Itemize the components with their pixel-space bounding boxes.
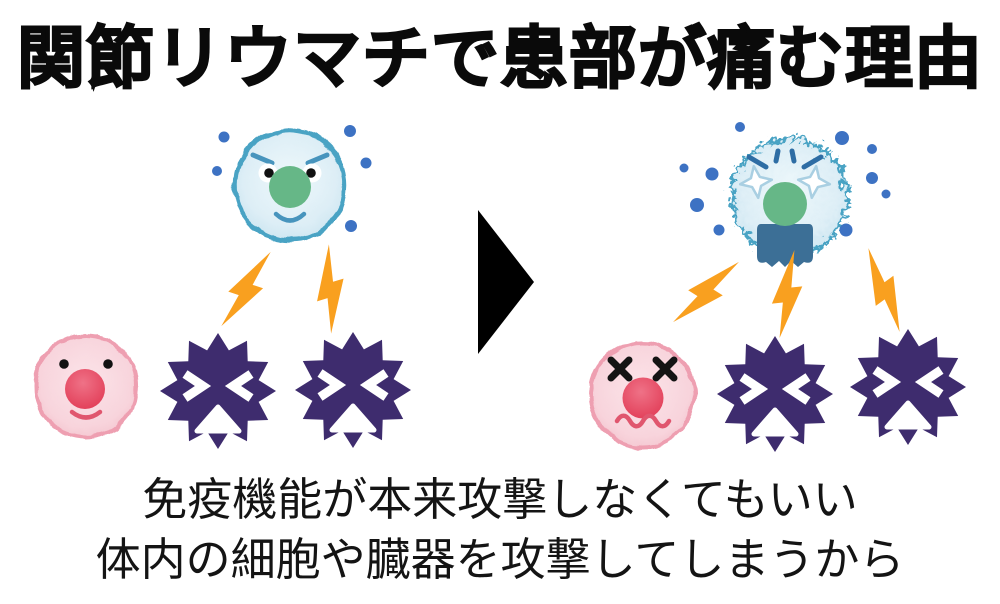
lightning-icon [669,247,743,337]
nose-green [269,166,311,208]
angry-brows [746,148,824,170]
antibody-dot [690,198,704,212]
attack-bolts-left [217,243,358,335]
antibody-dot [705,167,719,181]
immune-cell-normal-icon [212,125,372,243]
lightning-icon [217,243,275,335]
eye-right [103,359,113,369]
antibody-dot [360,157,372,169]
pupil-right [306,168,316,178]
nose-green [763,182,807,226]
eyebrow-right [305,152,330,166]
illustration [33,122,1000,470]
virus-icon [717,336,833,452]
caption-line-1: 免疫機能が本来攻撃しなくてもいい [142,473,858,526]
antibody-dot [881,189,891,199]
antibody-dot [218,131,230,143]
x-eye-right [652,356,678,382]
antibody-dot [212,166,222,176]
nose-red [65,369,105,409]
antibody-dot [839,223,853,237]
anger-mark [789,148,797,164]
antibody-dot [866,172,878,184]
sick-cell-icon [588,341,696,449]
page-title: 関節リウマチで患部が痛む理由 [16,19,983,100]
x-eyes [607,356,678,382]
mouth-smile [273,211,307,223]
pupil-left [264,168,274,178]
anger-mark [773,148,781,164]
immune-cell-angry-icon [679,122,891,267]
angry-mouth [757,224,813,267]
antibody-dot [867,144,877,154]
antibody-dot [345,220,357,232]
healthy-cell-icon [33,333,139,439]
virus-icon [295,332,411,448]
scene-before [33,125,411,449]
x-eye-left [607,356,633,382]
antibody-dots [679,122,891,237]
eyebrow-left [746,154,769,170]
eyebrow-left [250,152,275,166]
nose-red [622,377,664,419]
before-after-arrow-icon [478,210,534,354]
virus-icon [160,333,276,449]
caption-line-2: 体内の細胞や臓器を攻撃してしまうから [95,533,905,586]
immune-cell-face [250,152,330,223]
lightning-icon [302,243,358,335]
scene-after [588,122,966,452]
mouth-smile [69,409,103,420]
antibody-dot [344,125,356,137]
antibody-dot [679,163,689,173]
eyebrow-right [801,154,824,170]
mouth-squiggle [614,413,672,429]
lightning-icon [845,245,923,335]
antibody-dots [212,125,372,232]
antibody-dot [713,224,725,236]
antibody-dot [735,122,745,132]
antibody-dot [835,131,849,145]
virus-icon [850,329,966,445]
caption: 免疫機能が本来攻撃しなくてもいい 体内の細胞や臓器を攻撃してしまうから [0,470,1000,590]
eye-left [59,359,69,369]
